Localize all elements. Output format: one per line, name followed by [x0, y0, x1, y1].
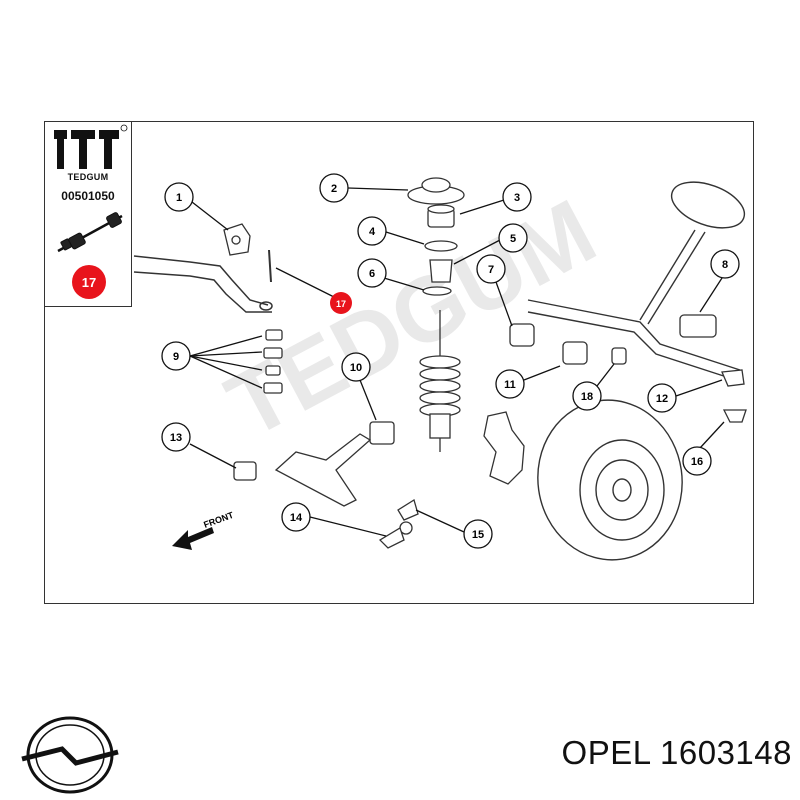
- callout-3: 3: [502, 182, 532, 212]
- svg-text:18: 18: [581, 391, 593, 403]
- front-label: FRONT: [202, 510, 235, 530]
- callout-14: 14: [281, 502, 311, 532]
- callout-4: 4: [357, 216, 387, 246]
- svg-text:13: 13: [170, 432, 182, 444]
- svg-text:12: 12: [656, 393, 668, 405]
- strut-spring: [419, 310, 461, 452]
- strut-top-mount: [407, 177, 465, 296]
- svg-text:14: 14: [290, 512, 303, 524]
- svg-text:2: 2: [331, 183, 337, 195]
- bar-bushing: [223, 223, 251, 256]
- callout-6: 6: [357, 258, 387, 288]
- steering-knuckle: [483, 411, 525, 485]
- steering-wheel: [527, 181, 746, 381]
- svg-text:16: 16: [691, 456, 703, 468]
- svg-text:15: 15: [472, 529, 484, 541]
- svg-text:3: 3: [514, 192, 520, 204]
- callout-18: 18: [572, 381, 602, 411]
- svg-text:9: 9: [173, 351, 179, 363]
- callout-11: 11: [495, 369, 525, 399]
- diagram-frame: [44, 121, 754, 604]
- svg-text:1: 1: [176, 192, 182, 204]
- inset-part-number: 00501050: [61, 189, 115, 203]
- callout-13: 13: [161, 422, 191, 452]
- pin: [268, 249, 272, 283]
- svg-text:10: 10: [350, 362, 362, 374]
- svg-text:17: 17: [336, 299, 346, 309]
- ball-joints: [378, 498, 419, 549]
- opel-logo-icon: [21, 716, 119, 794]
- callout-16: 16: [682, 446, 712, 476]
- svg-text:8: 8: [722, 259, 728, 271]
- lower-control-arm: [274, 433, 372, 507]
- svg-text:5: 5: [510, 233, 516, 245]
- inset-highlight-label: 17: [82, 275, 96, 290]
- callout-1: 1: [164, 182, 194, 212]
- callout-15: 15: [463, 519, 493, 549]
- callout-8: 8: [710, 249, 740, 279]
- stabilizer-bar: [133, 255, 273, 313]
- callout-7: 7: [476, 254, 506, 284]
- svg-text:11: 11: [504, 379, 516, 391]
- inset-highlight-badge: [72, 265, 106, 299]
- wheel: [537, 399, 683, 561]
- tedgum-logo-icon: [54, 124, 128, 169]
- svg-text:7: 7: [488, 264, 494, 276]
- callout-10: 10: [341, 352, 371, 382]
- watermark: TEDGUM: [212, 180, 612, 457]
- front-arrow-icon: [172, 527, 214, 550]
- svg-text:4: 4: [369, 226, 376, 238]
- product-inset: [44, 121, 132, 307]
- stabilizer-link-icon: [57, 212, 123, 253]
- svg-text:6: 6: [369, 268, 375, 280]
- inset-brand: TEDGUM: [67, 172, 109, 182]
- callout-17: 17: [330, 292, 352, 314]
- callouts: 1 2 3 4 5 6 7 8 9 10 11 12 13 14 15 16 1…: [161, 173, 740, 549]
- leader-lines: [189, 187, 725, 537]
- callout-2: 2: [319, 173, 349, 203]
- callout-5: 5: [498, 223, 528, 253]
- bushings: [233, 314, 747, 481]
- footer-part-label: OPEL 1603148: [561, 734, 792, 771]
- callout-12: 12: [647, 383, 677, 413]
- callout-9: 9: [161, 341, 191, 371]
